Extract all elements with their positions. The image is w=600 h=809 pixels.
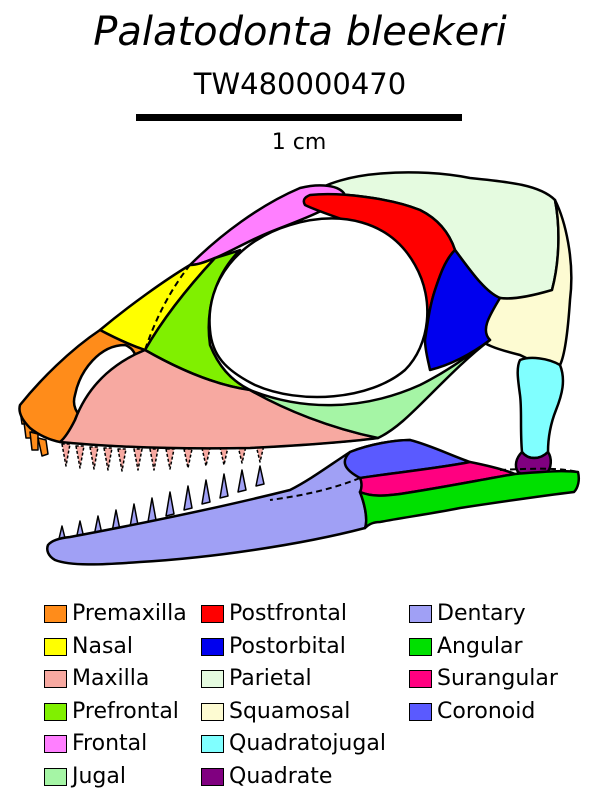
frontal-swatch xyxy=(44,735,67,754)
legend-item-prefrontal: Prefrontal xyxy=(44,696,187,729)
legend-item-quadratojugal: Quadratojugal xyxy=(201,728,386,761)
legend-item-dentary: Dentary xyxy=(409,598,558,631)
legend-item-jugal: Jugal xyxy=(44,761,187,794)
quadratojugal-swatch xyxy=(201,735,224,754)
postorbital-swatch xyxy=(201,637,224,656)
postorbital xyxy=(423,248,502,372)
legend-label: Parietal xyxy=(229,666,312,692)
parietal-swatch xyxy=(201,670,224,689)
angular xyxy=(358,469,581,530)
diagram-title: Palatodonta bleekeri xyxy=(93,9,507,55)
legend-label: Quadratojugal xyxy=(229,731,386,757)
quadrate-swatch xyxy=(201,767,224,786)
orbit xyxy=(208,217,429,399)
legend-item-angular: Angular xyxy=(409,631,558,664)
surangular-swatch xyxy=(409,670,432,689)
legend-label: Squamosal xyxy=(229,698,351,724)
postfrontal-swatch xyxy=(201,605,224,624)
legend-column-3: Dentary Angular Surangular Coronoid xyxy=(409,598,558,728)
legend-label: Maxilla xyxy=(72,666,150,692)
legend-label: Coronoid xyxy=(437,698,536,724)
legend-column-1: Premaxilla Nasal Maxilla Prefrontal Fron… xyxy=(44,598,187,793)
specimen-number: TW480000470 xyxy=(193,67,407,101)
legend-item-maxilla: Maxilla xyxy=(44,663,187,696)
jugal-swatch xyxy=(44,767,67,786)
premaxilla-swatch xyxy=(44,605,67,624)
quadratojugal xyxy=(516,356,565,460)
legend-item-postorbital: Postorbital xyxy=(201,631,386,664)
legend-label: Dentary xyxy=(437,601,526,627)
scale-bar xyxy=(136,114,462,121)
legend-label: Premaxilla xyxy=(72,601,187,627)
legend-label: Surangular xyxy=(437,666,558,692)
coronoid-swatch xyxy=(409,702,432,721)
legend-item-premaxilla: Premaxilla xyxy=(44,598,187,631)
dentary-swatch xyxy=(409,605,432,624)
legend-label: Quadrate xyxy=(229,763,333,789)
legend-label: Prefrontal xyxy=(72,698,179,724)
legend-item-coronoid: Coronoid xyxy=(409,696,558,729)
angular-swatch xyxy=(409,637,432,656)
legend-item-nasal: Nasal xyxy=(44,631,187,664)
skull-diagram xyxy=(18,171,581,566)
legend-label: Angular xyxy=(437,633,523,659)
squamosal-swatch xyxy=(201,702,224,721)
maxilla-swatch xyxy=(44,670,67,689)
nasal-swatch xyxy=(44,637,67,656)
squamosal xyxy=(468,198,573,367)
jugal xyxy=(248,338,492,440)
legend-column-2: Postfrontal Postorbital Parietal Squamos… xyxy=(201,598,386,793)
prefrontal-swatch xyxy=(44,702,67,721)
legend-item-parietal: Parietal xyxy=(201,663,386,696)
legend-item-squamosal: Squamosal xyxy=(201,696,386,729)
legend-item-postfrontal: Postfrontal xyxy=(201,598,386,631)
legend-label: Nasal xyxy=(72,633,133,659)
legend-label: Postfrontal xyxy=(229,601,347,627)
legend-item-surangular: Surangular xyxy=(409,663,558,696)
legend-label: Jugal xyxy=(72,763,126,789)
legend-item-quadrate: Quadrate xyxy=(201,761,386,794)
legend-label: Frontal xyxy=(72,731,148,757)
legend-label: Postorbital xyxy=(229,633,346,659)
scale-bar-label: 1 cm xyxy=(271,130,327,155)
legend-item-frontal: Frontal xyxy=(44,728,187,761)
